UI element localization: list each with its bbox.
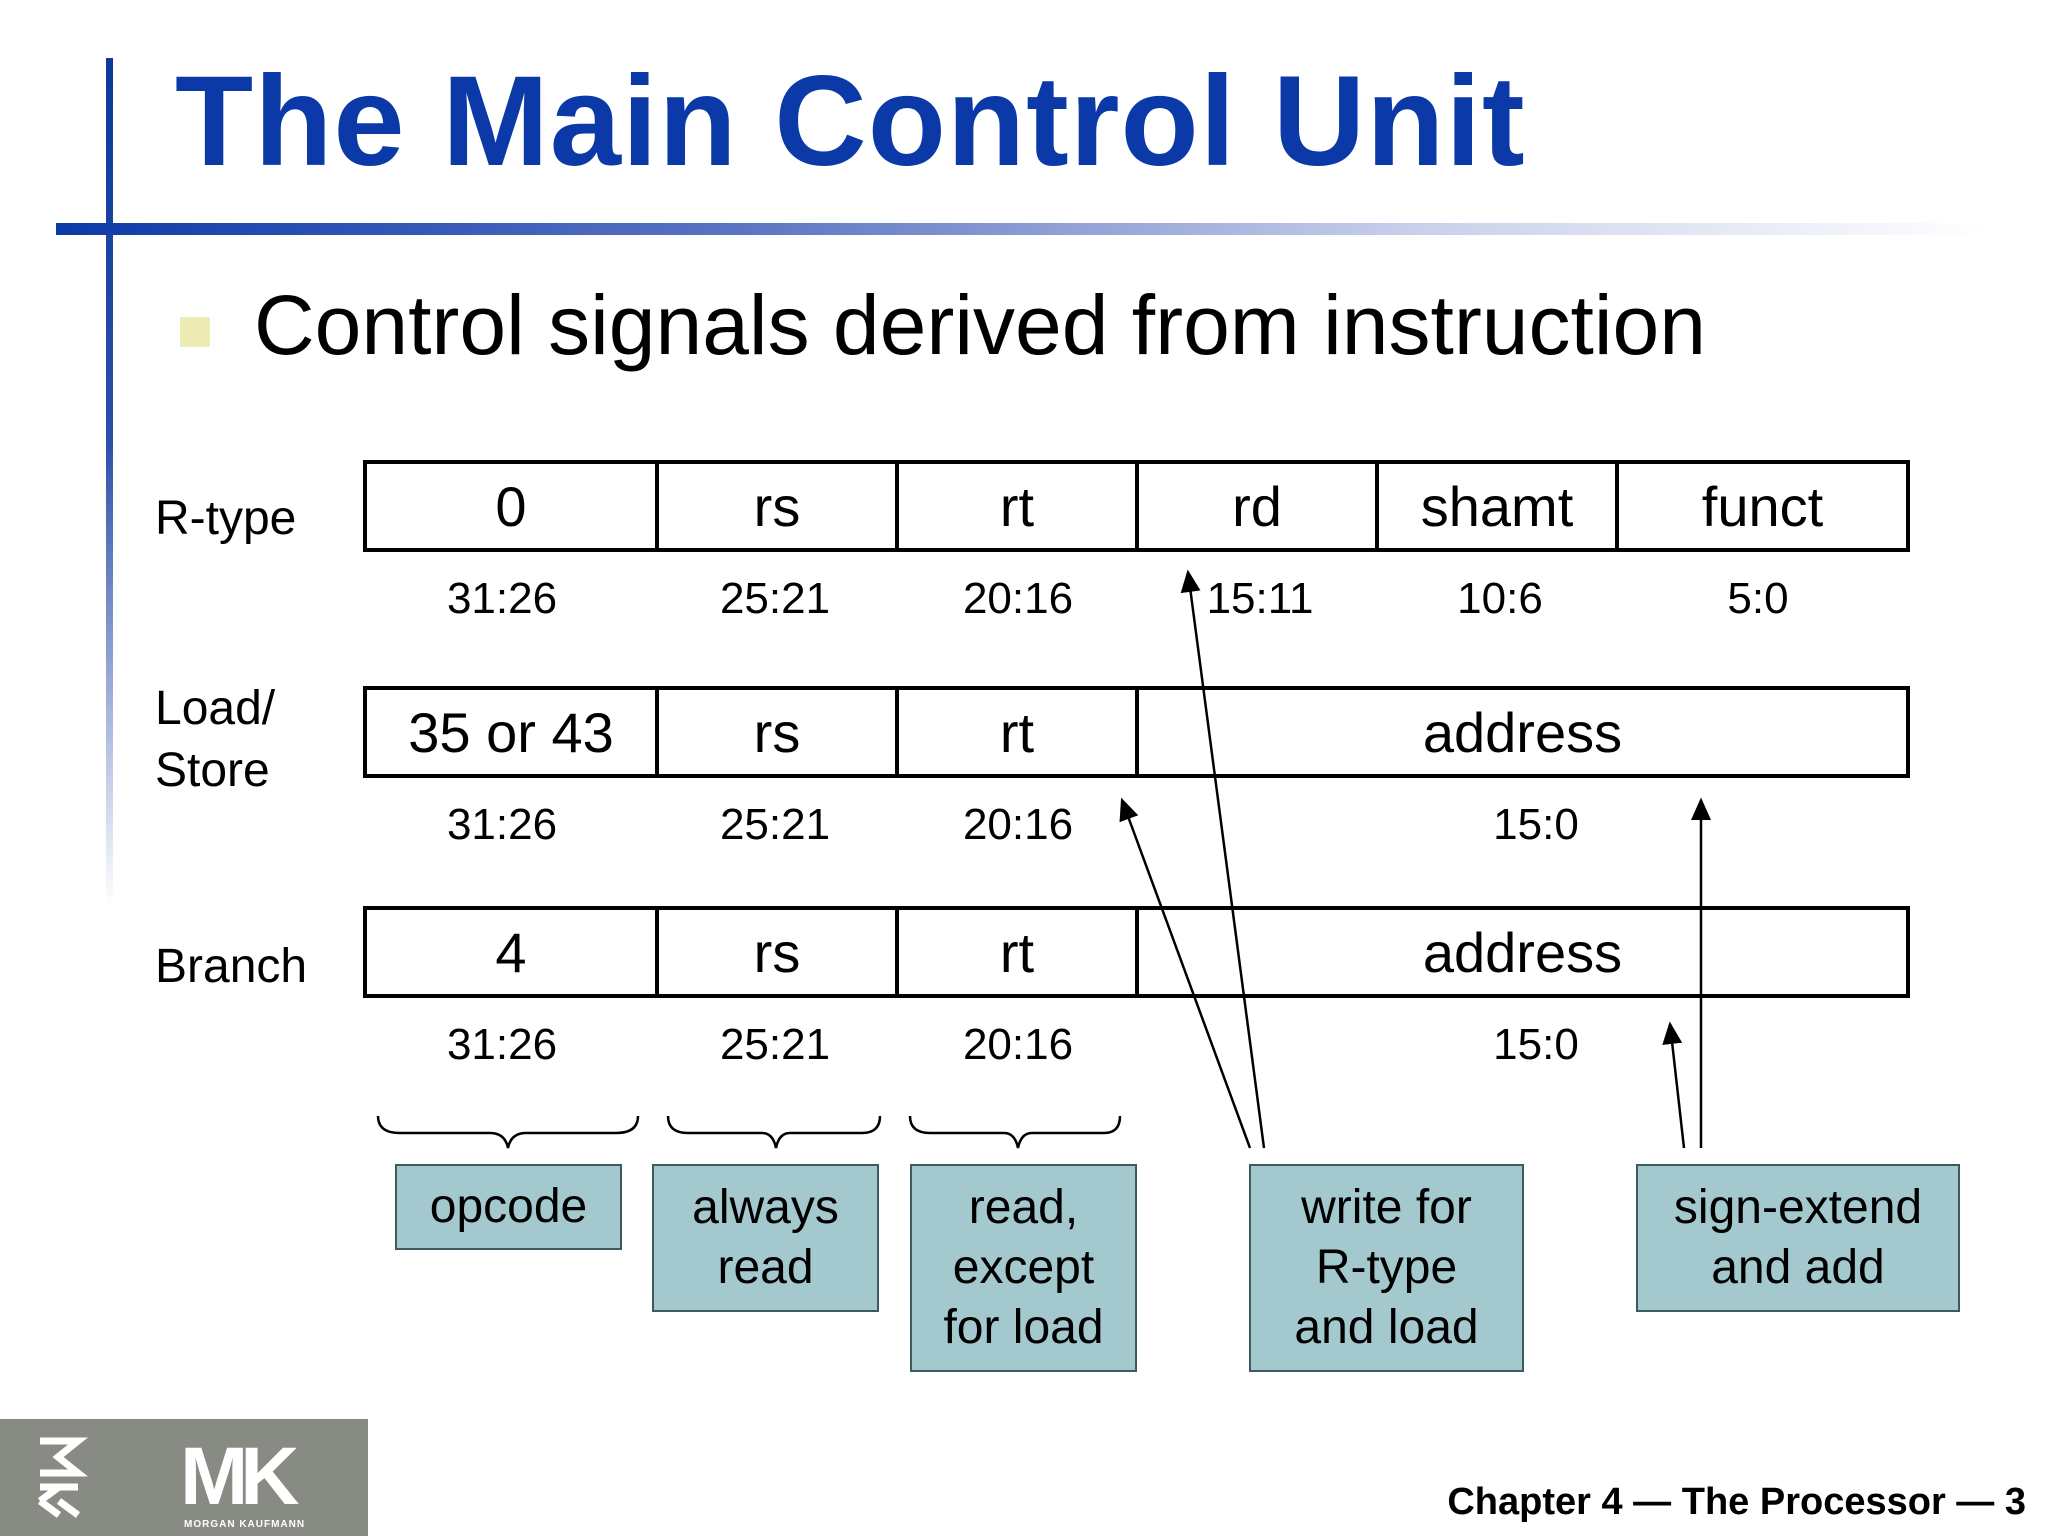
brace-opcode bbox=[376, 1115, 640, 1149]
logo-side-mark bbox=[37, 1437, 88, 1518]
field-rt: rt bbox=[895, 686, 1139, 778]
bits-label: 20:16 bbox=[962, 1020, 1074, 1069]
field-rs: rs bbox=[655, 686, 899, 778]
vertical-rule bbox=[106, 58, 113, 908]
bits-label: 25:21 bbox=[719, 800, 831, 849]
bits-label: 15:0 bbox=[1493, 800, 1579, 849]
bits-label: 15:11 bbox=[1206, 574, 1314, 623]
note-line: opcode bbox=[429, 1180, 588, 1233]
row-label-loadstore-2: Store bbox=[155, 744, 270, 797]
note-opcode: opcode bbox=[395, 1164, 622, 1250]
note-line: write for bbox=[1301, 1181, 1472, 1234]
note-line: always bbox=[692, 1181, 839, 1234]
bits-label: 25:21 bbox=[719, 1020, 831, 1069]
note-line: and add bbox=[1711, 1241, 1885, 1294]
field-rs: rs bbox=[655, 460, 899, 552]
bits-label: 25:21 bbox=[719, 574, 831, 623]
logo-mark: MK bbox=[180, 1431, 299, 1522]
bits-label: 5:0 bbox=[1727, 574, 1789, 623]
note-read-except: read, except for load bbox=[910, 1164, 1137, 1372]
note-line: read bbox=[717, 1241, 814, 1294]
field-funct: funct bbox=[1615, 460, 1910, 552]
note-line: read, bbox=[968, 1181, 1079, 1234]
bits-label: 31:26 bbox=[446, 800, 558, 849]
arrow-to-rt bbox=[1119, 797, 1252, 1149]
bits-label: 31:26 bbox=[446, 574, 558, 623]
bullet-marker bbox=[180, 317, 210, 347]
brace-rs bbox=[666, 1115, 882, 1149]
field-opcode: 4 bbox=[363, 906, 659, 998]
bits-label: 20:16 bbox=[962, 574, 1074, 623]
field-rd: rd bbox=[1135, 460, 1379, 552]
slide-footer: Chapter 4 — The Processor — 3 bbox=[1447, 1481, 2026, 1523]
title-underline bbox=[56, 223, 1986, 235]
row-label-loadstore-1: Load/ bbox=[155, 682, 276, 735]
note-line: for load bbox=[943, 1301, 1104, 1354]
note-write-for: write for R-type and load bbox=[1249, 1164, 1524, 1372]
field-rs: rs bbox=[655, 906, 899, 998]
note-line: R-type bbox=[1315, 1241, 1458, 1294]
note-line: except bbox=[952, 1241, 1095, 1294]
brace-rt bbox=[908, 1115, 1122, 1149]
field-address: address bbox=[1135, 906, 1910, 998]
field-opcode: 35 or 43 bbox=[363, 686, 659, 778]
logo-subtitle: MORGAN KAUFMANN bbox=[184, 1519, 306, 1530]
row-label-branch: Branch bbox=[155, 940, 308, 993]
bits-label: 31:26 bbox=[446, 1020, 558, 1069]
note-line: and load bbox=[1294, 1301, 1479, 1354]
arrow-to-rd bbox=[1180, 569, 1266, 1149]
note-always-read: always read bbox=[652, 1164, 879, 1312]
slide-title: The Main Control Unit bbox=[175, 50, 1526, 193]
arrow-to-address-br bbox=[1662, 1021, 1686, 1149]
bits-label: 20:16 bbox=[962, 800, 1074, 849]
field-rt: rt bbox=[895, 906, 1139, 998]
publisher-logo: MK MORGAN KAUFMANN bbox=[0, 1419, 368, 1536]
bits-label: 15:0 bbox=[1493, 1020, 1579, 1069]
note-sign-extend: sign-extend and add bbox=[1636, 1164, 1960, 1312]
field-rt: rt bbox=[895, 460, 1139, 552]
note-line: sign-extend bbox=[1673, 1181, 1923, 1234]
bullet-text: Control signals derived from instruction bbox=[254, 278, 1706, 372]
field-address: address bbox=[1135, 686, 1910, 778]
row-label-rtype: R-type bbox=[155, 492, 297, 545]
bits-label: 10:6 bbox=[1457, 574, 1543, 623]
